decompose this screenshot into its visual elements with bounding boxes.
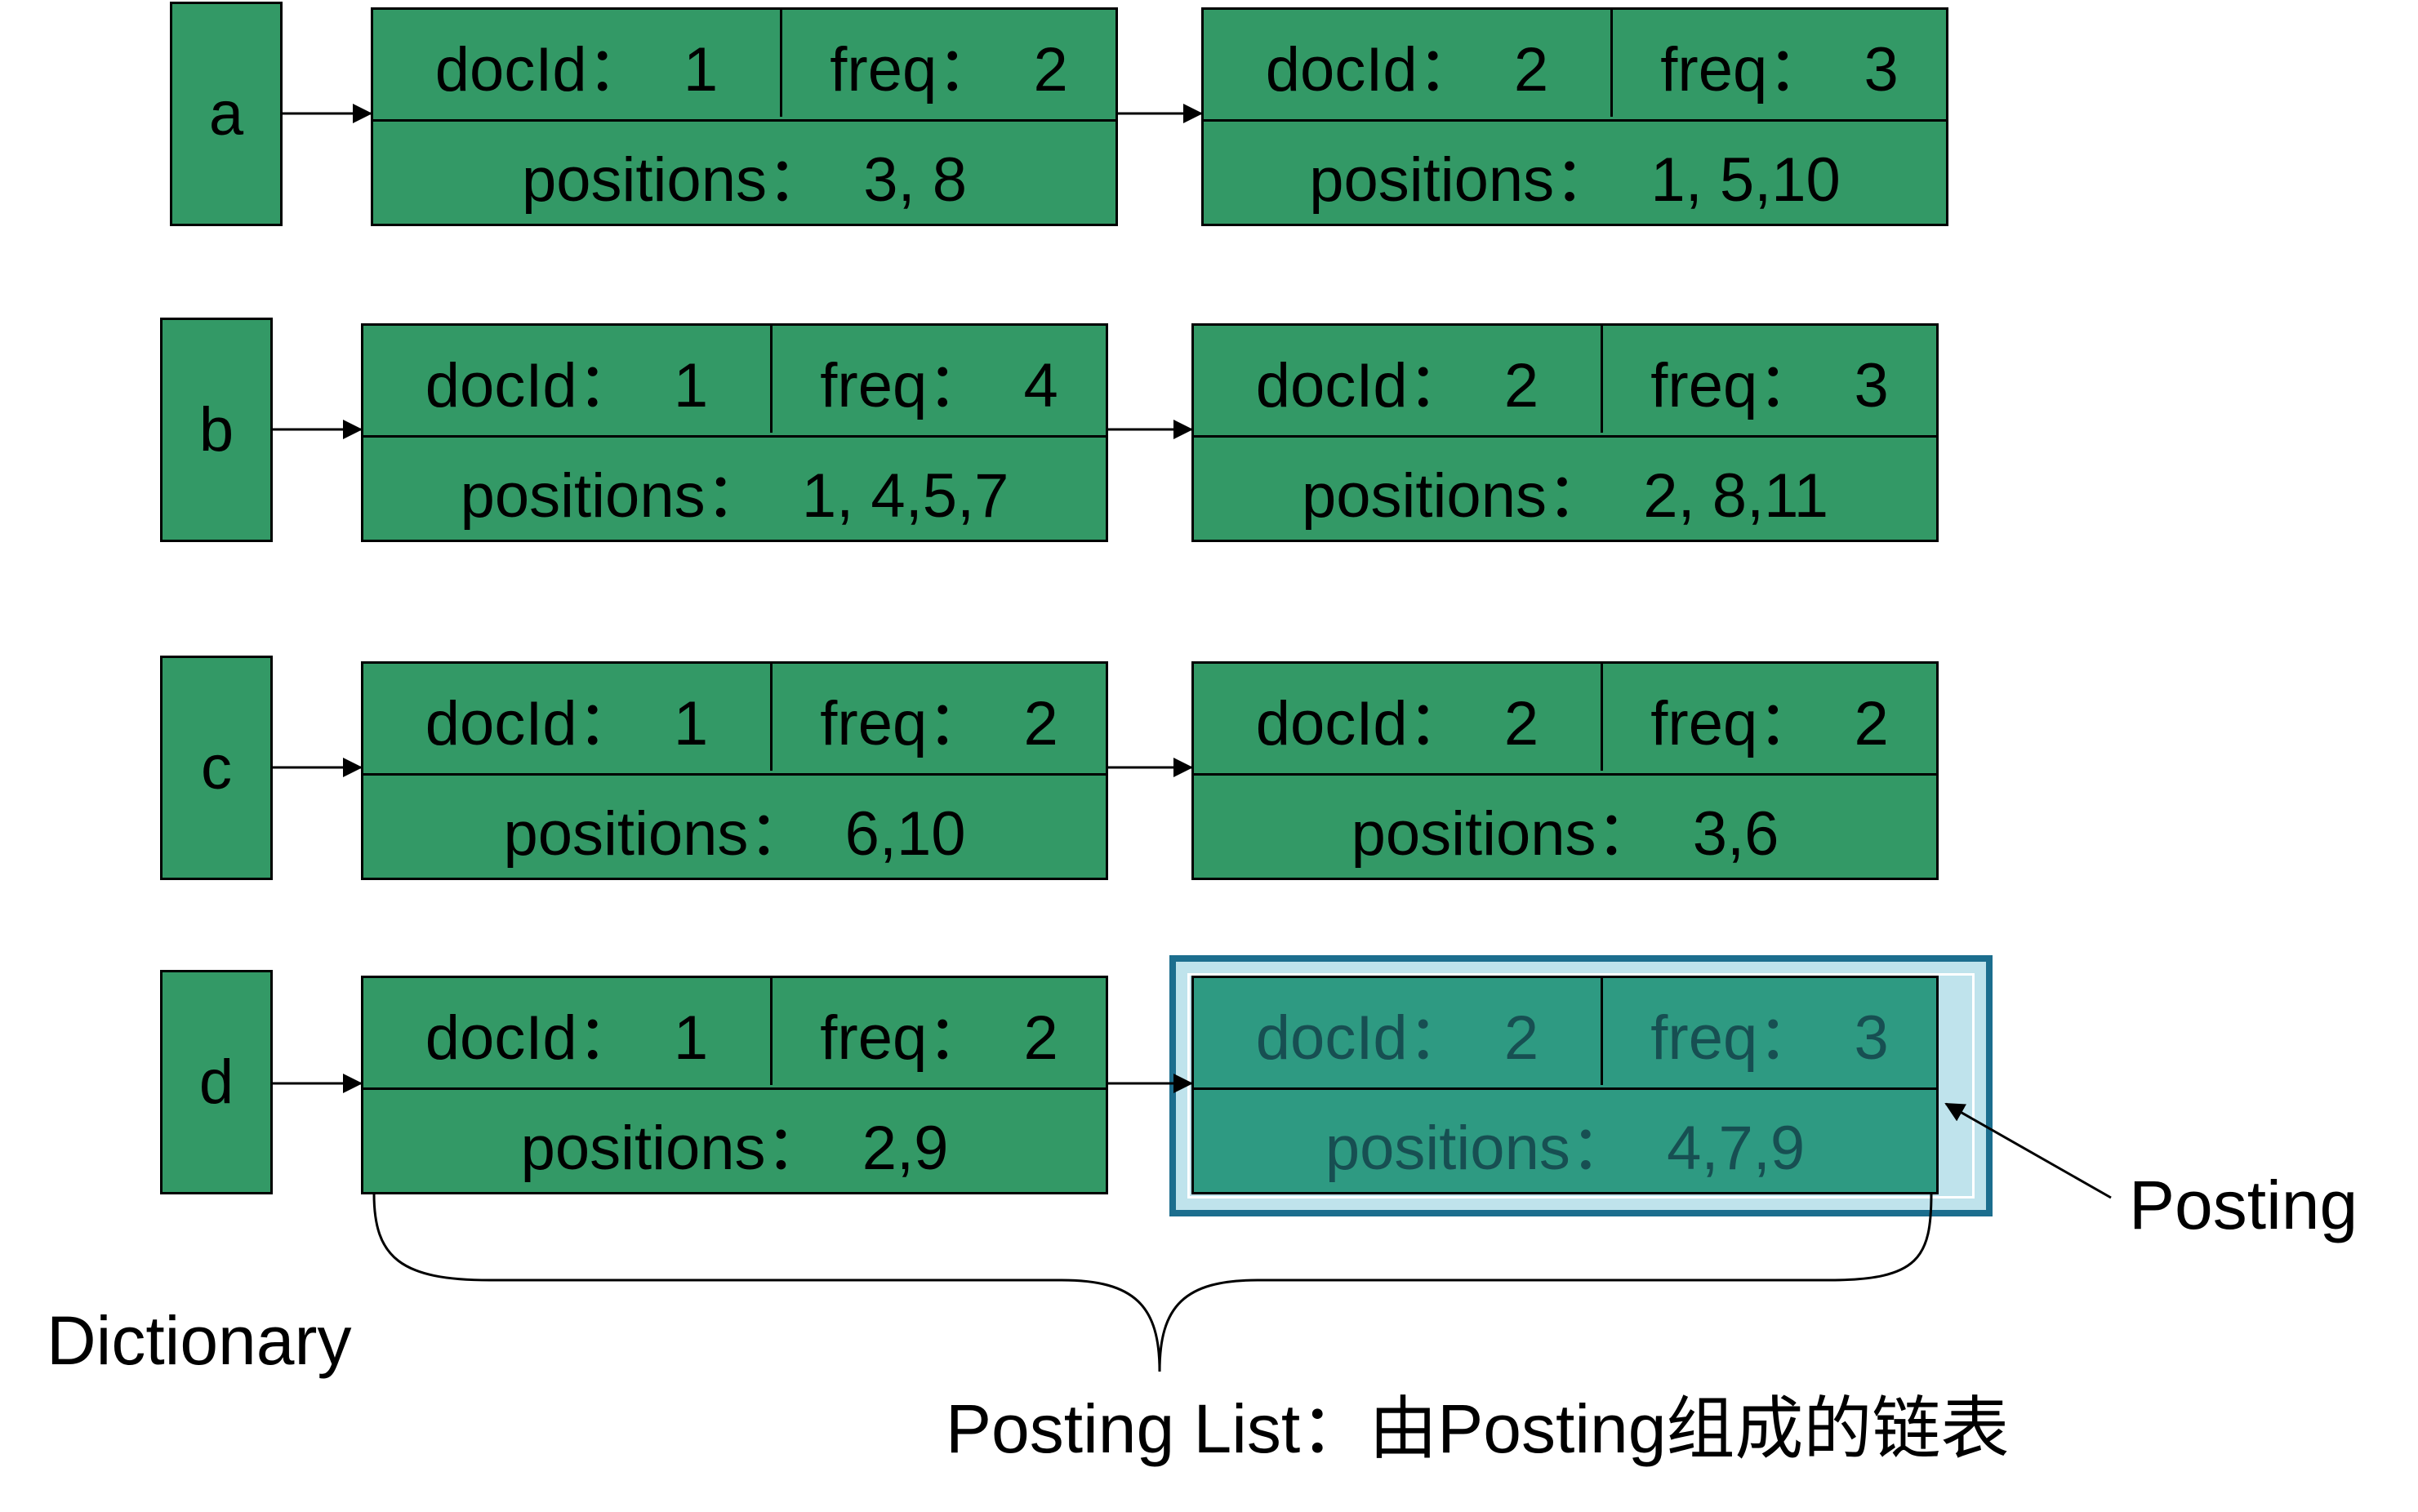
dictionary-label: Dictionary — [47, 1302, 352, 1379]
posting-docid: docId： 2 — [1194, 978, 1603, 1085]
posting-b-doc1: docId： 1 freq： 4 positions： 1, 4,5,7 — [361, 323, 1108, 542]
posting-docid: docId： 1 — [363, 326, 773, 433]
posting-label: Posting — [2129, 1167, 2358, 1243]
posting-positions: positions： 4,7,9 — [1194, 1087, 1936, 1194]
dictionary-term-a: a — [170, 2, 283, 226]
posting-positions: positions： 3, 8 — [373, 119, 1115, 226]
posting-a-doc1: docId： 1 freq： 2 positions： 3, 8 — [371, 7, 1118, 226]
posting-docid: docId： 1 — [363, 978, 773, 1085]
posting-positions: positions： 6,10 — [363, 773, 1106, 880]
posting-docid: docId： 1 — [373, 10, 782, 117]
dictionary-term-c: c — [160, 656, 273, 880]
posting-positions: positions： 1, 4,5,7 — [363, 435, 1106, 542]
posting-freq: freq： 3 — [1660, 34, 1899, 105]
posting-docid: docId： 2 — [1204, 10, 1613, 117]
posting-list-brace — [372, 1193, 1933, 1372]
posting-pointer-line — [1944, 1102, 2112, 1199]
posting-freq: freq： 4 — [820, 350, 1058, 420]
posting-positions: positions： 2, 8,11 — [1194, 435, 1936, 542]
posting-d-doc1: docId： 1 freq： 2 positions： 2,9 — [361, 976, 1108, 1194]
posting-positions: positions： 3,6 — [1194, 773, 1936, 880]
posting-freq: freq： 2 — [820, 1003, 1058, 1073]
posting-positions: positions： 2,9 — [363, 1087, 1106, 1194]
posting-c-doc1: docId： 1 freq： 2 positions： 6,10 — [361, 661, 1108, 880]
dictionary-term-b: b — [160, 318, 273, 542]
posting-docid: docId： 2 — [1194, 664, 1603, 771]
posting-c-doc2: docId： 2 freq： 2 positions： 3,6 — [1191, 661, 1939, 880]
posting-docid: docId： 1 — [363, 664, 773, 771]
dictionary-term-d: d — [160, 970, 273, 1194]
posting-a-doc2: docId： 2 freq： 3 positions： 1, 5,10 — [1201, 7, 1948, 226]
posting-freq: freq： 3 — [1650, 1003, 1889, 1073]
posting-positions: positions： 1, 5,10 — [1204, 119, 1946, 226]
posting-freq: freq： 3 — [1650, 350, 1889, 420]
posting-freq: freq： 2 — [830, 34, 1068, 105]
posting-freq: freq： 2 — [1650, 688, 1889, 758]
posting-list-label: Posting List：由Posting组成的链表 — [946, 1390, 2010, 1467]
posting-docid: docId： 2 — [1194, 326, 1603, 433]
posting-b-doc2: docId： 2 freq： 3 positions： 2, 8,11 — [1191, 323, 1939, 542]
posting-freq: freq： 2 — [820, 688, 1058, 758]
posting-d-doc2: docId： 2 freq： 3 positions： 4,7,9 — [1191, 976, 1939, 1194]
